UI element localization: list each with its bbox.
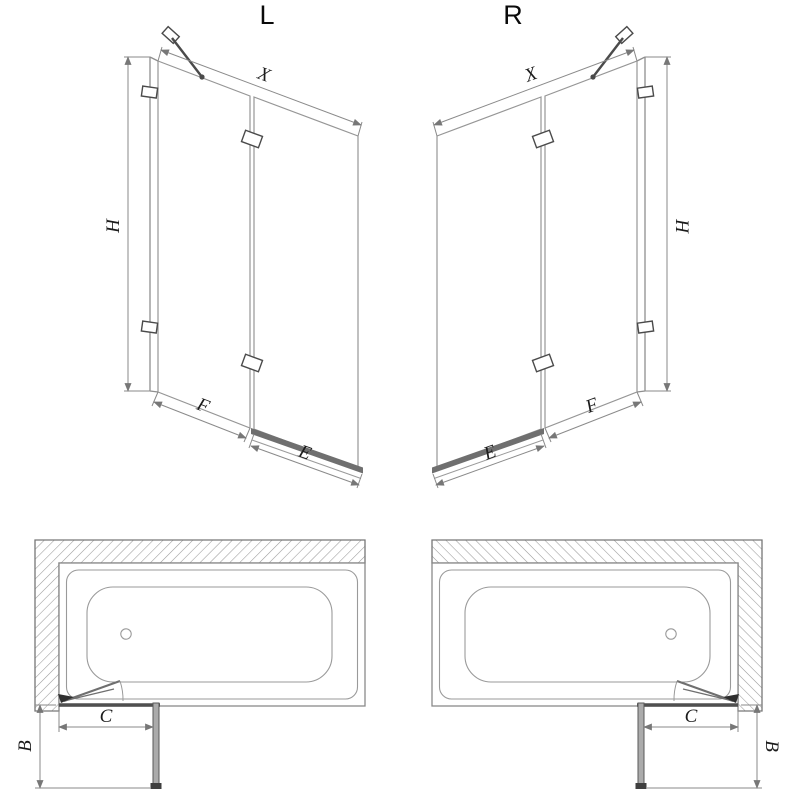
plan-view-right (432, 540, 762, 789)
dim-label-c-left: C (100, 706, 113, 727)
dim-label-h-right: H (671, 218, 692, 234)
perspective-view-left (124, 27, 363, 488)
perspective-view-right (432, 27, 671, 488)
dim-label-b-right: B (761, 740, 782, 752)
variant-title-right: R (503, 0, 523, 30)
dim-label-b-left: B (15, 740, 36, 752)
dim-label-c-right: C (685, 706, 698, 727)
dim-label-h-left: H (103, 218, 124, 234)
plan-view-left (35, 540, 365, 789)
dim-label-x-right: X (521, 62, 541, 87)
dim-label-x-left: X (254, 63, 274, 88)
variant-title-left: L (259, 0, 274, 30)
